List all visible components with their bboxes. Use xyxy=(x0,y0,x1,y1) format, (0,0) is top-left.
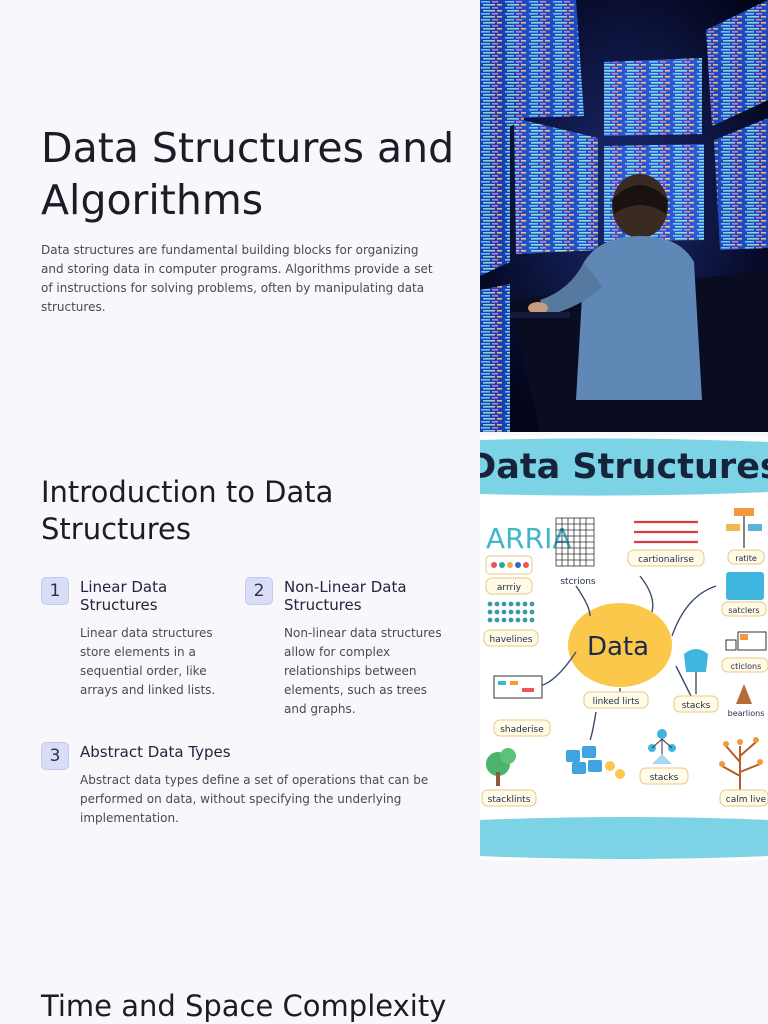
item-title: Abstract Data Types xyxy=(80,743,231,761)
banner-text: Data Structures xyxy=(480,447,768,487)
intro-title: Introduction to Data Structures xyxy=(41,475,334,546)
step-badge: 3 xyxy=(41,742,69,770)
item-title: Non-Linear Data Structures xyxy=(284,578,407,614)
label-cticlons: cticlons xyxy=(731,662,762,671)
bare-tree-icon xyxy=(721,741,761,792)
shelf-icon xyxy=(493,675,543,699)
label-linked-lirts: linked lirts xyxy=(593,697,640,707)
label-arrriy: arrriy xyxy=(497,583,522,593)
item-body: Non-linear data structures allow for com… xyxy=(284,626,442,716)
array-beads xyxy=(485,555,533,575)
item-body: Abstract data types define a set of oper… xyxy=(80,773,429,825)
intro-item-abstract: 3 Abstract Data Types Abstract data type… xyxy=(41,742,441,842)
label-shaderise: shaderise xyxy=(500,725,544,735)
item-title: Linear Data Structures xyxy=(80,578,168,614)
item-body: Linear data structures store elements in… xyxy=(80,626,216,697)
stack-icon xyxy=(684,649,708,694)
graph-cluster-icon xyxy=(566,746,625,779)
tree-icon-orange xyxy=(726,508,762,548)
network-icon xyxy=(648,729,676,764)
label-bearlions: bearlions xyxy=(728,709,765,718)
matrix-grid xyxy=(555,517,595,567)
programmer-photo xyxy=(480,0,768,432)
label-ratite: ratite xyxy=(735,554,757,563)
label-havelines: havelines xyxy=(489,635,532,645)
queue-box-icon xyxy=(726,572,764,600)
label-stcrions: stcrions xyxy=(560,577,596,587)
hero-title: Data Structures and Algorithms xyxy=(41,124,455,224)
list-stripes xyxy=(634,520,698,544)
intro-item-nonlinear: 2 Non-Linear Data Structures Non-linear … xyxy=(245,577,455,727)
green-tree-icon xyxy=(486,748,516,786)
array-glyph: ARRIA xyxy=(486,522,571,555)
intro-item-linear: 1 Linear Data Structures Linear data str… xyxy=(41,577,231,707)
step-badge: 2 xyxy=(245,577,273,605)
label-calm-live: calm live xyxy=(726,795,767,805)
center-label: Data xyxy=(587,632,649,662)
label-satclers: satclers xyxy=(728,606,759,615)
label-stacklints: stacklints xyxy=(488,795,531,805)
complexity-title: Time and Space Complexity xyxy=(41,989,447,1023)
label-cartionalirse: cartionalirse xyxy=(638,555,694,565)
data-structures-illustration: Data Structures Data ARRIA arrriy xyxy=(480,436,768,860)
label-stacks-1: stacks xyxy=(682,701,711,711)
window-icon xyxy=(725,631,767,651)
step-badge: 1 xyxy=(41,577,69,605)
dot-grid xyxy=(487,601,535,623)
hero-description: Data structures are fundamental building… xyxy=(41,243,433,314)
cone-icon xyxy=(736,684,752,704)
label-stacks-2: stacks xyxy=(650,773,679,783)
